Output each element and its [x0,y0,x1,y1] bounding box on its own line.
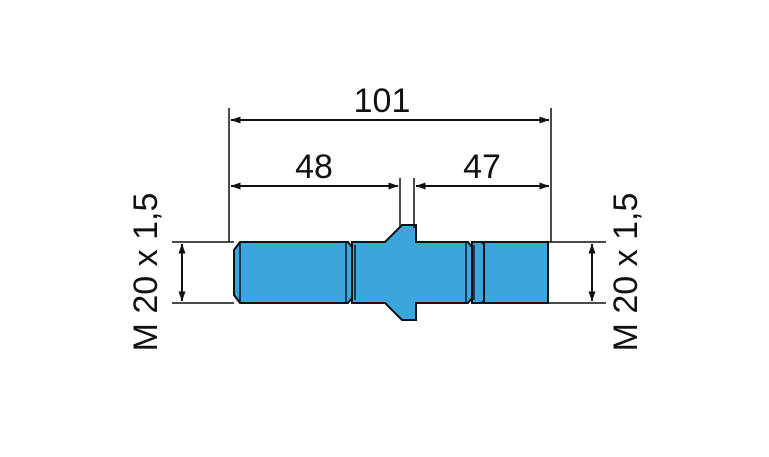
left-thread-label: M 20 x 1,5 [127,193,165,352]
stud-right-end [483,241,549,304]
wheel-stud-part [233,224,549,321]
overall-length-label: 101 [354,82,411,120]
right-thread-label: M 20 x 1,5 [607,193,645,352]
stud-outline [233,241,353,304]
extension-lines [172,108,606,304]
left-length-label: 48 [295,148,333,186]
right-length-label: 47 [463,148,501,186]
stud-collar [351,224,473,321]
dimension-lines [178,116,596,302]
